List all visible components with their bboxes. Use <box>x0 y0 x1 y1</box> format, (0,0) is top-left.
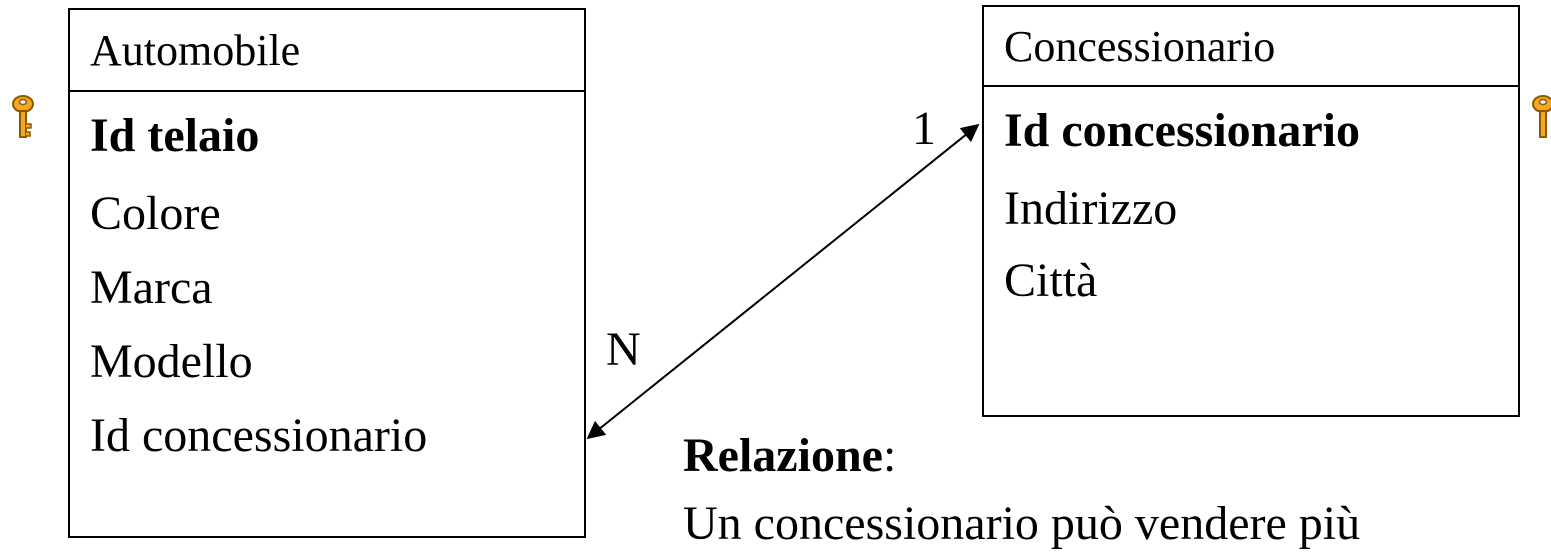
cardinality-1: 1 <box>912 102 936 155</box>
relation-title-suffix: : <box>882 429 897 482</box>
entity-concessionario: Concessionario Id concessionario Indiriz… <box>982 5 1520 417</box>
attribute-primary-key: Id concessionario <box>1004 104 1361 157</box>
attribute-primary-key: Id telaio <box>90 109 260 162</box>
attribute: Colore <box>90 187 221 240</box>
entity-automobile: Automobile Id telaio Colore Marca Modell… <box>68 8 586 538</box>
attribute-foreign-key: Id concessionario <box>90 409 428 462</box>
attribute: Marca <box>90 261 213 314</box>
cardinality-n: N <box>606 323 641 376</box>
key-icon <box>1532 95 1551 138</box>
entity-title: Automobile <box>70 10 584 92</box>
relation-line <box>586 123 980 440</box>
attribute: Modello <box>90 335 253 388</box>
key-icon <box>12 95 34 138</box>
entity-title: Concessionario <box>984 7 1518 87</box>
relation-heading: Relazione: <box>683 426 896 486</box>
relation-title: Relazione <box>683 429 883 482</box>
relation-description: Un concessionario può vendere più <box>683 497 1361 550</box>
attribute: Indirizzo <box>1004 182 1178 235</box>
attribute: Città <box>1004 254 1098 307</box>
